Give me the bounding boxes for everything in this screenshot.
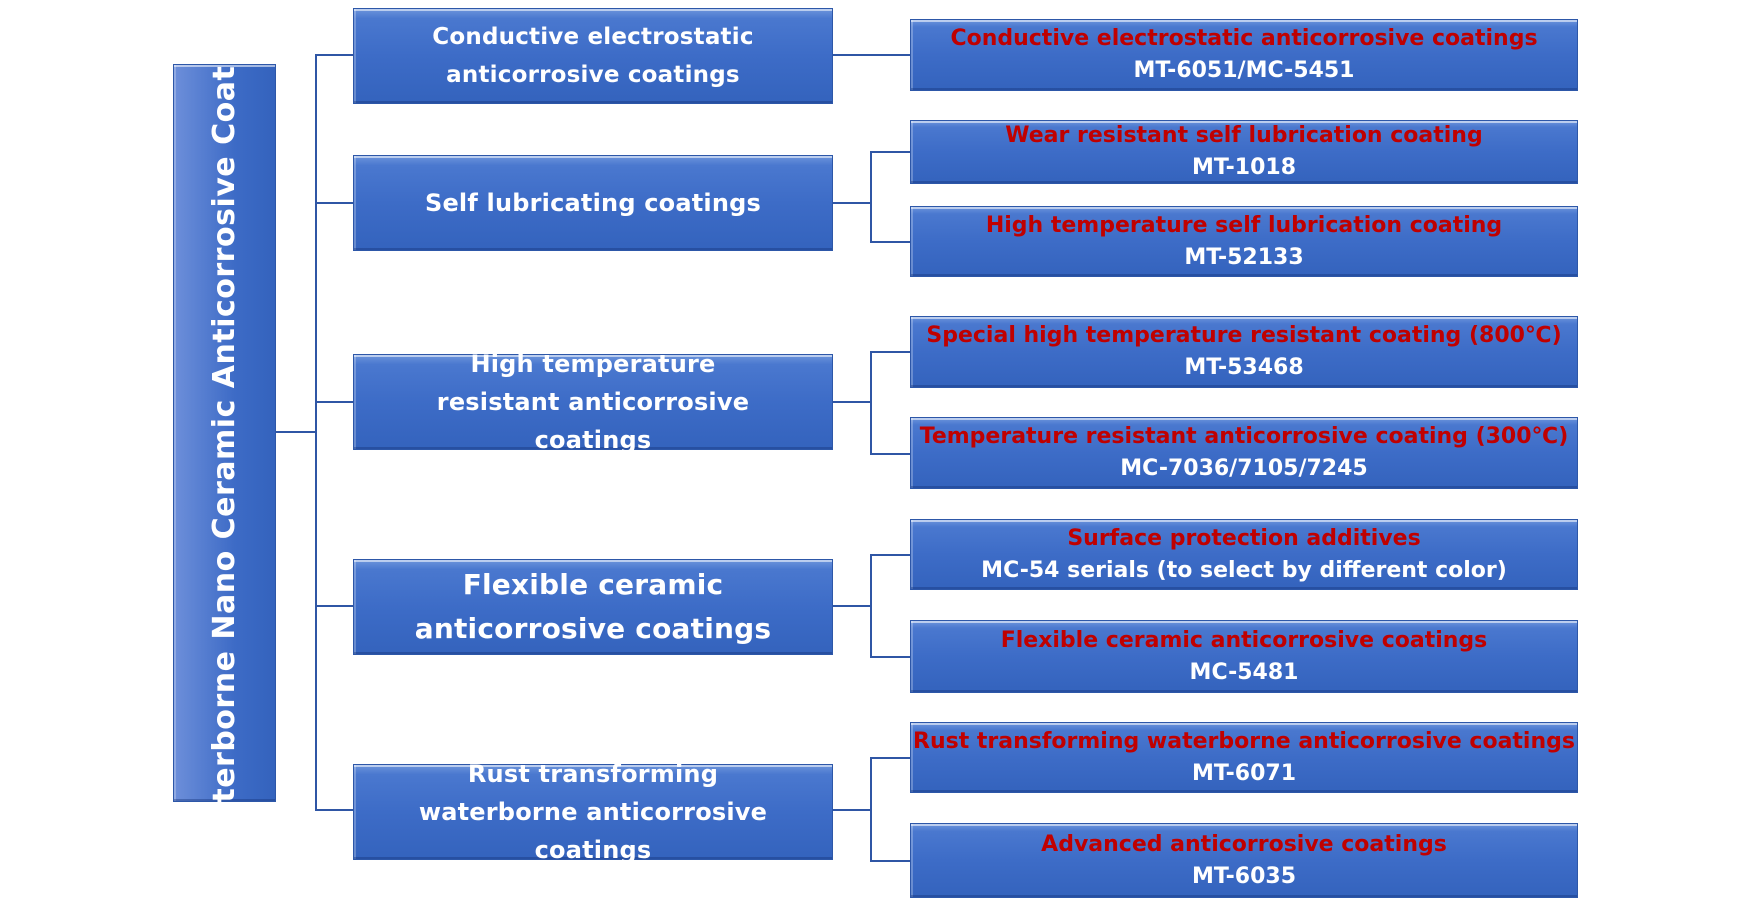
product-code: MT-6051/MC-5451 — [1133, 58, 1355, 83]
product-code: MT-53468 — [1184, 355, 1304, 380]
connector — [870, 151, 910, 153]
product-node: Temperature resistant anticorrosive coat… — [910, 417, 1578, 489]
connector — [870, 554, 872, 657]
connector — [315, 54, 317, 811]
connector — [870, 241, 910, 243]
category-label: High temperature resistant anticorrosive… — [436, 350, 750, 454]
category-label: Conductive electrostatic anticorrosive c… — [432, 24, 754, 88]
connector — [276, 431, 316, 433]
product-node: Special high temperature resistant coati… — [910, 316, 1578, 388]
connector — [315, 54, 353, 56]
category-node: Self lubricating coatings — [353, 155, 833, 251]
connector — [870, 351, 872, 454]
product-code: MT-6071 — [1191, 760, 1297, 786]
category-label: Self lubricating coatings — [424, 189, 762, 217]
product-code: MT-6035 — [1191, 863, 1297, 889]
product-name: Advanced anticorrosive coatings — [1041, 831, 1447, 857]
connector — [870, 151, 872, 242]
category-node: High temperature resistant anticorrosive… — [353, 350, 833, 454]
root-label: Waterborne Nano Ceramic Anticorrosive Co… — [207, 10, 243, 856]
product-name: Conductive electrostatic anticorrosive c… — [950, 26, 1538, 51]
connector — [870, 656, 910, 658]
connector — [833, 202, 871, 204]
product-name: Special high temperature resistant coati… — [926, 323, 1562, 348]
category-node: Conductive electrostatic anticorrosive c… — [353, 8, 833, 104]
connector — [870, 757, 872, 861]
product-code: MC-5481 — [1189, 659, 1299, 685]
product-code: MT-52133 — [1184, 244, 1304, 270]
connector — [315, 401, 353, 403]
category-node: Rust transforming waterborne anticorrosi… — [353, 760, 833, 864]
product-name: Rust transforming waterborne anticorrosi… — [913, 728, 1575, 754]
connector — [315, 202, 353, 204]
connector — [870, 757, 910, 759]
root-node: Waterborne Nano Ceramic Anticorrosive Co… — [173, 11, 276, 855]
product-node: High temperature self lubrication coatin… — [910, 206, 1578, 277]
product-name: Wear resistant self lubrication coating — [1005, 123, 1483, 148]
connector — [833, 54, 910, 56]
category-label: Flexible ceramic anticorrosive coatings — [414, 568, 772, 645]
product-name: Temperature resistant anticorrosive coat… — [919, 424, 1569, 449]
connector — [315, 809, 353, 811]
connector — [870, 554, 910, 556]
connector — [833, 605, 871, 607]
product-code: MC-54 serials (to select by different co… — [981, 557, 1507, 583]
category-label: Rust transforming waterborne anticorrosi… — [418, 760, 768, 864]
product-code: MT-1018 — [1191, 155, 1297, 180]
connector — [870, 453, 910, 455]
product-node: Conductive electrostatic anticorrosive c… — [910, 19, 1578, 91]
product-name: Flexible ceramic anticorrosive coatings — [1000, 627, 1488, 653]
category-node: Flexible ceramic anticorrosive coatings — [353, 559, 833, 655]
product-name: High temperature self lubrication coatin… — [985, 212, 1503, 238]
connector — [870, 860, 910, 862]
product-name: Surface protection additives — [1067, 525, 1421, 551]
connector — [833, 401, 871, 403]
connector — [870, 351, 910, 353]
connector — [833, 809, 871, 811]
connector — [315, 605, 353, 607]
product-code: MC-7036/7105/7245 — [1120, 456, 1368, 481]
product-node: Rust transforming waterborne anticorrosi… — [910, 722, 1578, 793]
